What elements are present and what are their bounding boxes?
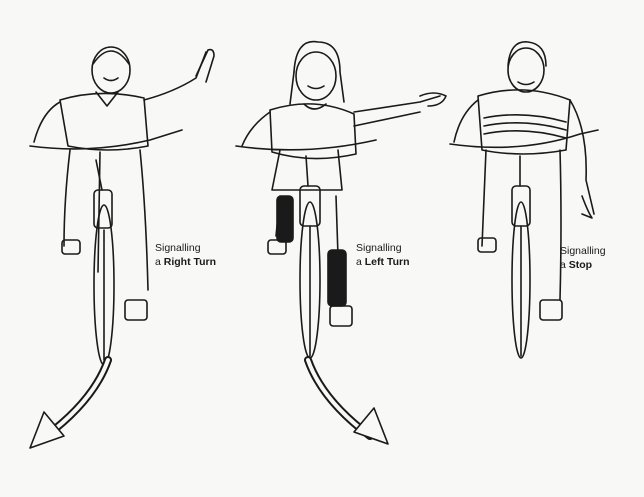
caption-article: a bbox=[356, 256, 362, 268]
caption-article: a bbox=[560, 259, 566, 271]
cyclist-left-turn-illustration bbox=[236, 42, 446, 444]
cyclist-stop-illustration bbox=[450, 42, 598, 358]
caption-signal: Stop bbox=[569, 259, 592, 271]
caption-prefix: Signalling bbox=[155, 241, 216, 255]
caption-signal: Right Turn bbox=[164, 256, 216, 268]
curved-arrow-right-icon bbox=[354, 408, 388, 444]
caption-right-turn: Signalling a Right Turn bbox=[155, 241, 216, 269]
caption-prefix: Signalling bbox=[560, 244, 606, 258]
caption-prefix: Signalling bbox=[356, 241, 409, 255]
caption-signal: Left Turn bbox=[365, 256, 410, 268]
caption-article: a bbox=[155, 256, 161, 268]
curved-arrow-left-icon bbox=[30, 412, 64, 448]
caption-left-turn: Signalling a Left Turn bbox=[356, 241, 409, 269]
caption-stop: Signalling a Stop bbox=[560, 244, 606, 272]
